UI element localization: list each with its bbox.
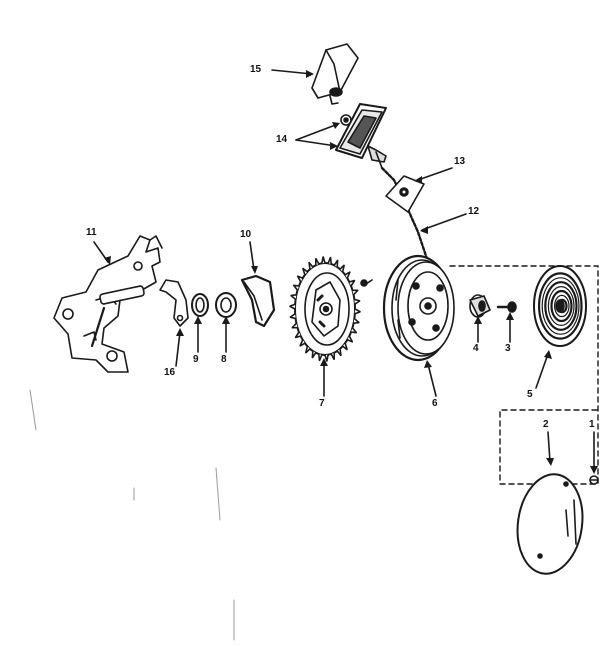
part-10-spring-clip <box>242 276 274 326</box>
gear-tooth <box>316 259 319 266</box>
callout-10: 10 <box>240 229 252 240</box>
gear-tooth <box>290 314 295 319</box>
leader-2 <box>548 432 550 462</box>
leader-15 <box>272 70 312 74</box>
gear-tooth <box>309 263 313 270</box>
leader-6 <box>428 364 436 396</box>
callout-9: 9 <box>193 354 199 365</box>
leader-13 <box>418 168 452 180</box>
callout-4: 4 <box>473 343 479 354</box>
gear-tooth <box>319 354 322 360</box>
part-12-starter-rope <box>361 168 428 286</box>
gear-tooth <box>343 343 347 349</box>
spring-coil <box>539 273 581 338</box>
part-11-mounting-bracket <box>54 236 162 372</box>
part-6-pulley <box>384 256 454 360</box>
gear-tooth <box>352 290 357 295</box>
leader-14a <box>296 124 338 140</box>
gear-tooth <box>290 304 295 309</box>
gear-tooth <box>312 351 315 358</box>
part-1-cover-screw <box>590 476 598 484</box>
gear-tooth <box>325 355 328 361</box>
gear-tooth <box>298 276 303 282</box>
gear-tooth <box>334 260 337 267</box>
gear-tooth <box>322 257 325 263</box>
callout-16: 16 <box>164 367 176 378</box>
gear-tooth <box>300 340 305 346</box>
callout-5: 5 <box>527 389 533 400</box>
gear-tooth <box>291 295 296 300</box>
gear-tooth <box>328 258 331 264</box>
callout-1: 1 <box>589 419 595 430</box>
part-7-ratchet-gear <box>290 257 360 361</box>
part-9-washer <box>192 294 208 316</box>
part-4-bushing <box>470 295 490 317</box>
callout-7: 7 <box>319 398 325 409</box>
callout-11: 11 <box>86 227 97 238</box>
callout-3: 3 <box>505 343 511 354</box>
spring-coil <box>555 295 569 316</box>
callout-6: 6 <box>432 398 438 409</box>
gear-tooth <box>296 332 301 337</box>
spring-coil <box>545 282 576 330</box>
gear-tooth <box>292 323 297 328</box>
callout-2: 2 <box>543 419 549 430</box>
spring-coil <box>542 278 579 334</box>
gear-tooth <box>331 353 334 360</box>
gear-tooth <box>345 272 350 278</box>
gear-tooth <box>303 269 307 275</box>
gear-tooth <box>351 328 356 333</box>
part-14-handle-insert <box>336 104 386 168</box>
gear-tooth <box>306 346 310 352</box>
part-16-pawl <box>160 280 188 326</box>
callout-12: 12 <box>468 206 480 217</box>
gear-tooth <box>337 349 341 356</box>
part-8-washer <box>216 293 236 317</box>
part-2-cover <box>511 470 588 578</box>
callout-14: 14 <box>276 134 288 145</box>
callout-15: 15 <box>250 64 262 75</box>
spring-coil <box>548 287 574 326</box>
callout-13: 13 <box>454 156 466 167</box>
leader-10 <box>250 242 254 270</box>
leader-16 <box>176 332 180 366</box>
gear-tooth <box>355 309 360 314</box>
gear-tooth <box>349 281 354 286</box>
callout-8: 8 <box>221 354 227 365</box>
leader-12 <box>422 214 466 230</box>
scan-artifacts <box>30 390 234 640</box>
part-15-handle-grip <box>312 44 358 104</box>
part-5-recoil-spring <box>534 266 586 346</box>
gear-tooth <box>340 265 344 271</box>
leader-14b <box>296 140 336 146</box>
spring-coil <box>552 291 572 321</box>
gear-tooth <box>294 285 299 290</box>
part-13-rope-guide <box>386 176 424 212</box>
gear-tooth <box>354 319 359 324</box>
gear-tooth <box>354 299 359 304</box>
part-3-screw <box>498 302 516 312</box>
leader-5 <box>536 354 548 388</box>
gear-tooth <box>347 336 352 342</box>
